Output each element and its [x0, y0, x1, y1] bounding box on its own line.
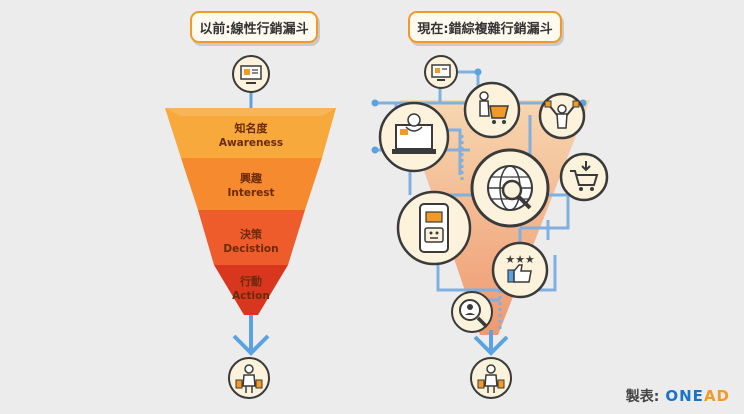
brand-part-two: AD [703, 387, 730, 405]
stage-label-cn: 興趣 [240, 171, 263, 185]
funnel-stage-action: 行動 Action [232, 274, 270, 302]
brand-logo: ONEAD [665, 387, 730, 405]
funnel-stage-decision: 決策 Decistion [223, 227, 278, 255]
dashed-accents [460, 135, 502, 330]
funnel-stage-interest: 興趣 Interest [227, 171, 274, 199]
funnel-band-awareness [165, 108, 336, 158]
funnel-stage-awareness: 知名度 Awareness [219, 121, 283, 149]
down-arrow [232, 315, 270, 356]
svg-text:★★★: ★★★ [505, 253, 535, 266]
stage-label-en: Action [232, 290, 270, 302]
globe-search-icon [470, 148, 550, 228]
down-arrow [473, 330, 509, 356]
stage-label-en: Decistion [223, 243, 278, 255]
left-title-badge: 以前:線性行銷漏斗 [190, 11, 318, 43]
shopper-icon [470, 357, 512, 399]
right-title: 現在:錯綜複雜行銷漏斗 [417, 21, 553, 37]
computer-icon [424, 55, 458, 89]
stage-label-cn: 行動 [239, 274, 262, 288]
shopper-icon [228, 357, 270, 399]
funnel-band-interest [181, 158, 322, 210]
stage-label-en: Awareness [219, 137, 283, 149]
cart-person-icon [463, 81, 521, 139]
rating-thumbs-up-icon: ★★★ [491, 241, 549, 299]
stage-label-cn: 決策 [240, 227, 263, 241]
credit-label: 製表: [625, 389, 660, 405]
complex-funnel: ★★★ [371, 55, 609, 399]
celebrate-person-icon [538, 92, 586, 140]
linear-funnel: 知名度 Awareness 興趣 Interest 決策 Decistion 行… [165, 55, 336, 399]
brand-part-one: ONE [665, 387, 704, 405]
right-title-badge: 現在:錯綜複雜行銷漏斗 [408, 11, 562, 43]
shopping-cart-icon [559, 152, 609, 202]
funnel-band-decision [198, 210, 305, 265]
stage-label-en: Interest [227, 187, 274, 199]
credit: 製表: ONEAD [626, 386, 730, 406]
laptop-support-icon [378, 101, 450, 173]
funnel-band-action [214, 265, 288, 315]
stage-label-cn: 知名度 [234, 121, 269, 135]
computer-icon [232, 55, 270, 93]
left-title: 以前:線性行銷漏斗 [199, 21, 309, 37]
mobile-shop-icon [396, 190, 472, 266]
search-person-icon [451, 291, 493, 333]
